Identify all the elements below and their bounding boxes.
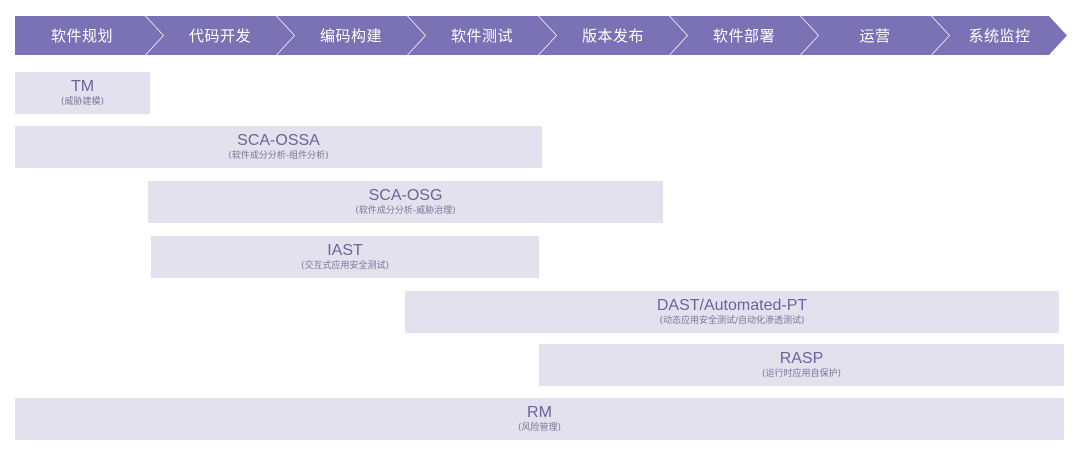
phase-label: 编码构建 <box>319 27 382 45</box>
tool-name: DAST/Automated-PT <box>656 297 808 315</box>
phase-label: 软件规划 <box>50 27 113 45</box>
phase-code-development: 代码开发 <box>146 16 294 55</box>
tool-name: SCA-OSSA <box>237 132 320 150</box>
tool-name: TM <box>70 78 95 96</box>
tool-description: (动态应用安全测试/自动化渗透测试) <box>659 315 805 326</box>
tool-bar-rm: RM (风险管理) <box>15 398 1064 440</box>
phase-label: 代码开发 <box>188 27 251 45</box>
phase-software-testing: 软件测试 <box>408 16 556 55</box>
phase-label: 软件部署 <box>712 27 775 45</box>
tool-description: (运行时应用自保护) <box>761 368 842 379</box>
tool-bar-dast-automated-pt: DAST/Automated-PT (动态应用安全测试/自动化渗透测试) <box>405 291 1059 333</box>
phase-code-build: 编码构建 <box>277 16 425 55</box>
tool-description: (风险管理) <box>517 422 562 433</box>
tool-bar-iast: IAST (交互式应用安全测试) <box>151 236 539 278</box>
phase-software-planning: 软件规划 <box>15 16 163 55</box>
tool-bar-sca-osg: SCA-OSG (软件成分分析-威胁治理) <box>148 181 663 223</box>
phase-label: 软件测试 <box>450 27 513 45</box>
phase-label: 系统监控 <box>968 27 1031 45</box>
phase-label: 版本发布 <box>581 27 644 45</box>
tool-bar-sca-ossa: SCA-OSSA (软件成分分析-组件分析) <box>15 126 542 168</box>
tool-name: RM <box>527 404 552 422</box>
tool-description: (软件成分分析-组件分析) <box>228 150 329 161</box>
phase-system-monitoring: 系统监控 <box>932 16 1067 55</box>
phase-operations: 运营 <box>801 16 949 55</box>
tool-description: (威胁建模) <box>60 96 105 107</box>
tool-description: (交互式应用安全测试) <box>300 260 390 271</box>
phase-label: 运营 <box>859 27 891 45</box>
tool-bar-rasp: RASP (运行时应用自保护) <box>539 344 1064 386</box>
tool-description: (软件成分分析-威胁治理) <box>355 205 456 216</box>
phase-version-release: 版本发布 <box>539 16 687 55</box>
tool-bar-tm: TM (威胁建模) <box>15 72 150 114</box>
tool-name: RASP <box>779 350 824 368</box>
tool-name: IAST <box>327 242 363 260</box>
phase-software-deployment: 软件部署 <box>670 16 818 55</box>
tool-name: SCA-OSG <box>368 187 443 205</box>
